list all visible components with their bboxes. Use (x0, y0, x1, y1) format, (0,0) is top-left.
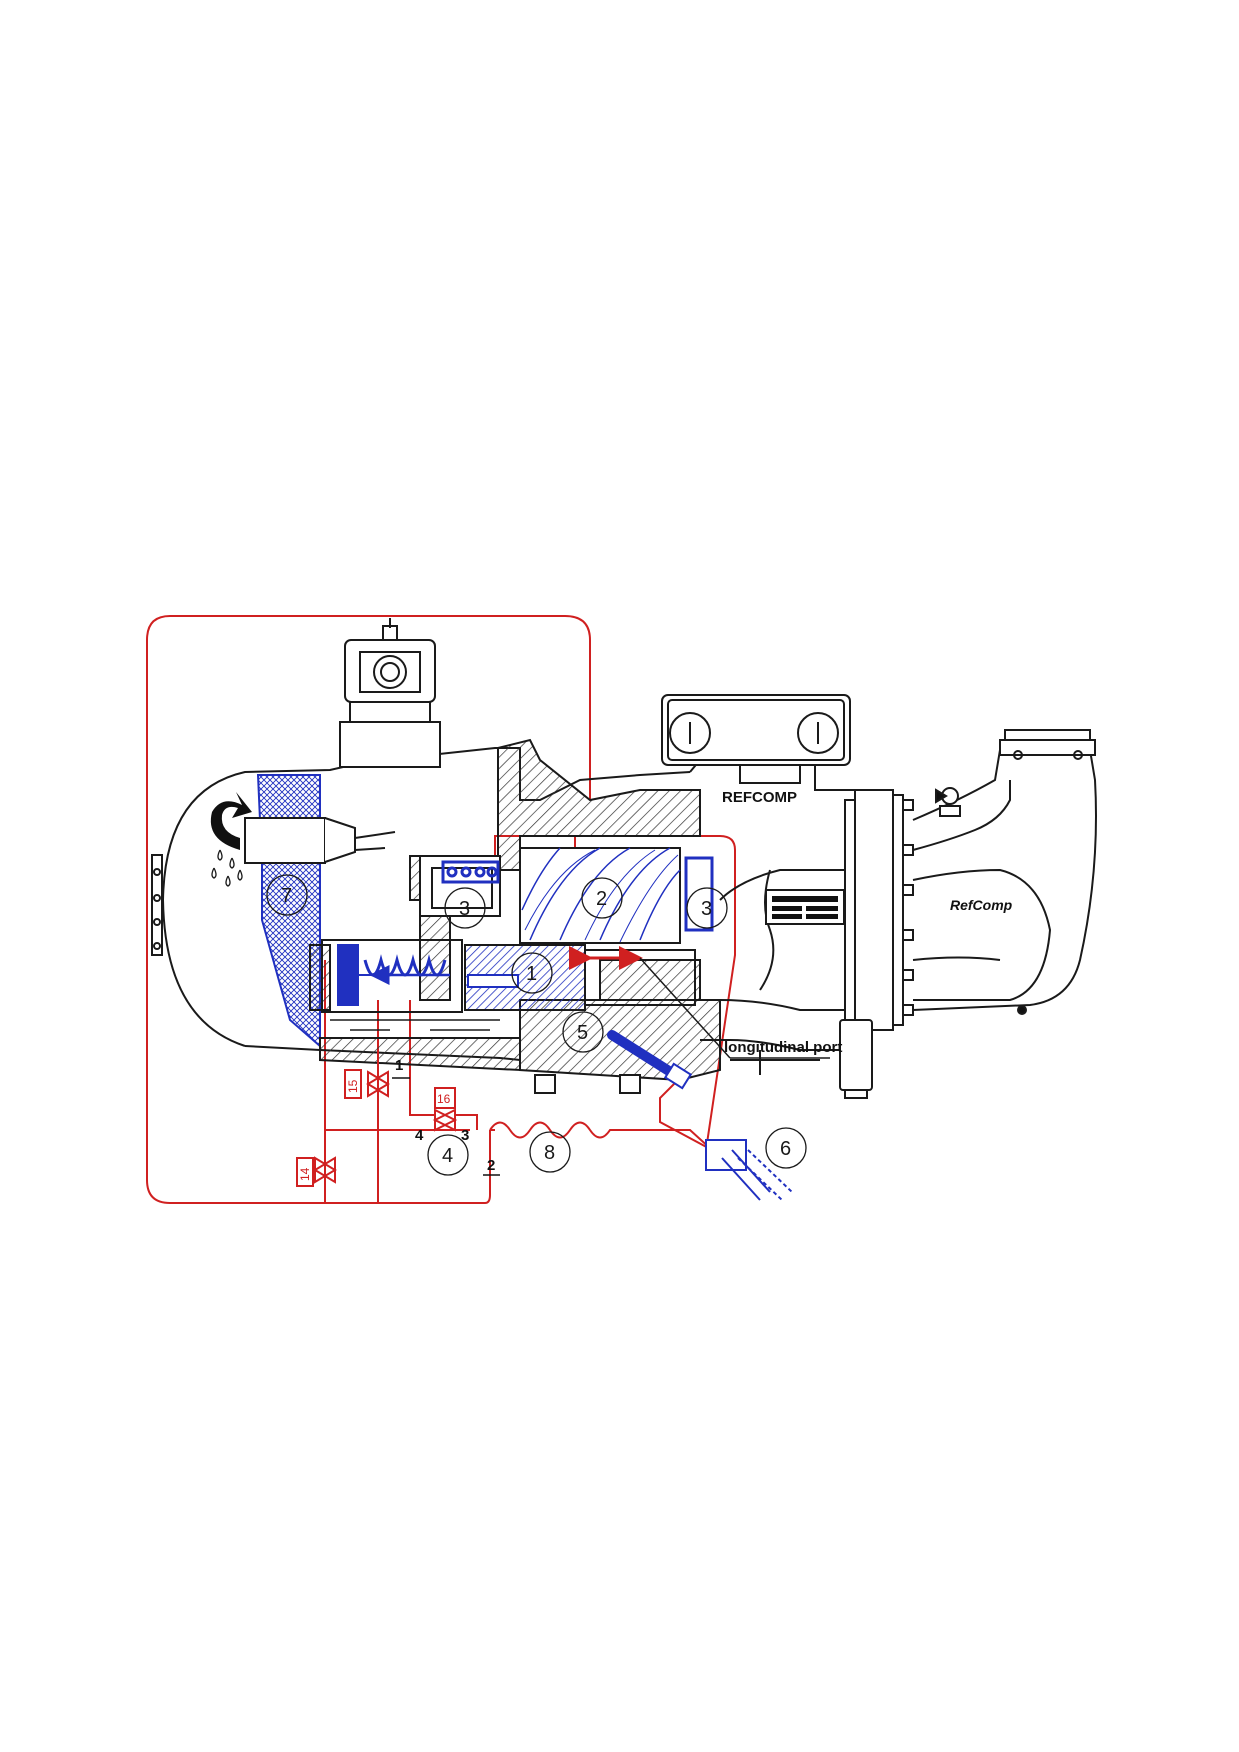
callout-5: 5 (577, 1022, 588, 1044)
valve-label-16: 16 (437, 1092, 451, 1106)
rotation-arrow-icon (210, 792, 252, 850)
terminal-box-left (339, 618, 441, 768)
valve-15 (344, 1050, 390, 1099)
check-valve (935, 787, 961, 817)
callout-circles (266, 874, 807, 1176)
line-number-2: 2 (487, 1157, 495, 1174)
valve-14 (296, 1156, 337, 1187)
injection-fittings-6 (705, 1139, 793, 1201)
line-number-4: 4 (415, 1127, 424, 1144)
callout-8: 8 (544, 1142, 555, 1164)
outlet-housing (912, 729, 1097, 1015)
refcomp-badge-text: RefComp (950, 897, 1013, 913)
oil-lines (146, 615, 736, 1204)
line-number-1: 1 (395, 1057, 403, 1074)
valve-label-14: 14 (298, 1167, 312, 1181)
bottom-cylinder (839, 1019, 873, 1099)
line-number-3: 3 (461, 1127, 469, 1144)
sensor-bolt-5 (607, 1030, 693, 1090)
oil-level (330, 1019, 500, 1031)
callout-3-right: 3 (701, 898, 712, 920)
discharge-flange (844, 789, 914, 1031)
bearings (441, 856, 714, 932)
port-leader (639, 957, 731, 1059)
valve-label-15: 15 (346, 1079, 360, 1093)
screw-rotor (519, 847, 681, 944)
refcomp-plate-text: REFCOMP (722, 789, 797, 806)
callout-6: 6 (780, 1138, 791, 1160)
callout-7: 7 (281, 885, 292, 907)
longitudinal-port-label: longitudinal port (724, 1039, 842, 1056)
suction-inlet (244, 817, 396, 864)
valve-16 (432, 1087, 458, 1132)
nameplate (765, 889, 845, 925)
callout-1: 1 (526, 963, 537, 985)
callout-3-left: 3 (459, 898, 470, 920)
slide-valve (337, 944, 586, 1011)
callout-4: 4 (442, 1145, 453, 1167)
oil-droplets-icon (211, 849, 243, 887)
terminal-box-right (661, 694, 851, 784)
callout-2: 2 (596, 888, 607, 910)
